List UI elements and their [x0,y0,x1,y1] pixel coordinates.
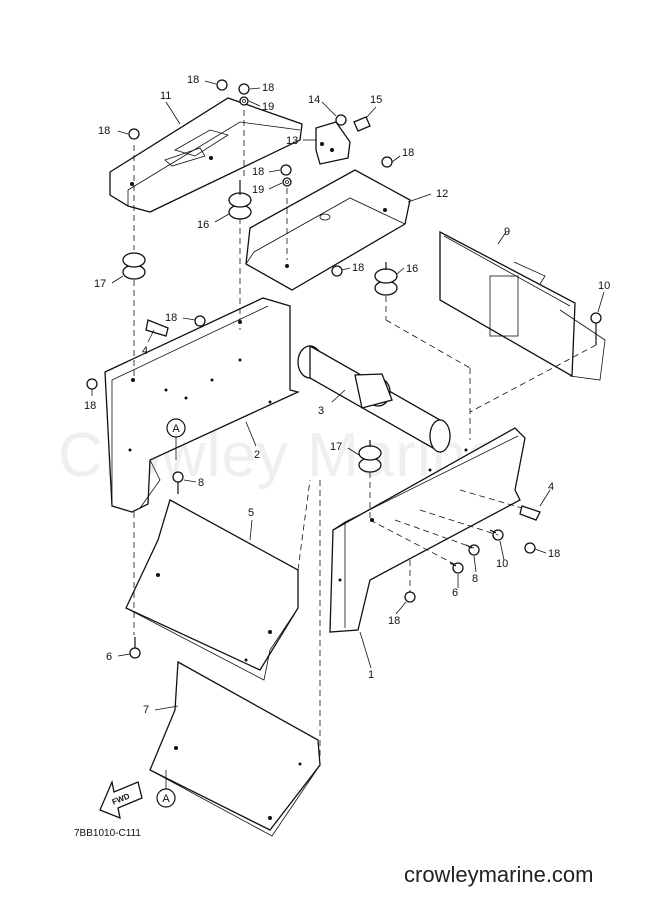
leader-lines [91,80,605,711]
callout-18: 18 [352,262,364,274]
part-7-deflector [149,660,321,837]
mount-rubber-16-right [374,262,398,296]
mount-rubber-17-right [358,440,382,473]
callout-11: 11 [160,90,171,102]
callout-1: 1 [368,669,374,681]
callout-4: 4 [548,481,554,493]
callout-16: 16 [406,263,418,275]
callout-8: 8 [198,477,204,489]
callout-5: 5 [248,507,254,519]
callout-18: 18 [84,400,96,412]
callout-16: 16 [197,219,209,231]
drawing-code: 7BB1010-C111 [74,828,141,839]
alignment-lines [133,110,597,760]
callout-6: 6 [452,587,458,599]
callout-3: 3 [318,405,324,417]
callout-labels: 11 18 18 19 18 14 15 13 18 18 19 16 12 1… [84,74,610,716]
ref-marker-a-lower: A [156,770,176,808]
svg-text:A: A [172,423,180,435]
callout-2: 2 [254,449,260,461]
callout-10: 10 [496,558,508,570]
callout-18: 18 [388,615,400,627]
callout-6: 6 [106,651,112,663]
svg-text:A: A [162,793,170,805]
callout-4: 4 [142,345,148,357]
part-5-deflector [125,499,299,681]
callout-19: 19 [262,101,274,113]
callout-18: 18 [262,82,274,94]
callout-18: 18 [165,312,177,324]
part-11-top-plate [109,97,303,213]
footer-site: crowleymarine.com [404,862,594,887]
mount-rubber-17-left [122,252,146,280]
part-2-side-bracket [104,297,300,513]
callout-9: 9 [504,226,510,238]
fwd-arrow-icon: FWD [99,779,143,820]
callout-13: 13 [286,135,298,147]
callout-12: 12 [436,188,448,200]
part-9-panel [439,230,606,381]
mount-rubber-16-upper [228,180,252,220]
part-1-frame [329,427,526,633]
hardware [86,79,602,659]
callout-10: 10 [598,280,610,292]
part-13-bracket [315,121,351,165]
callout-18: 18 [402,147,414,159]
callout-15: 15 [370,94,382,106]
callout-14: 14 [308,94,320,106]
callout-19: 19 [252,184,264,196]
callout-8: 8 [472,573,478,585]
callout-17: 17 [330,441,342,453]
ref-marker-a-upper: A [166,418,186,460]
callout-18: 18 [252,166,264,178]
callout-7: 7 [143,704,149,716]
part-3-shaft [297,344,451,454]
callout-18: 18 [98,125,110,137]
callout-18: 18 [187,74,199,86]
callout-18: 18 [548,548,560,560]
callout-17: 17 [94,278,106,290]
